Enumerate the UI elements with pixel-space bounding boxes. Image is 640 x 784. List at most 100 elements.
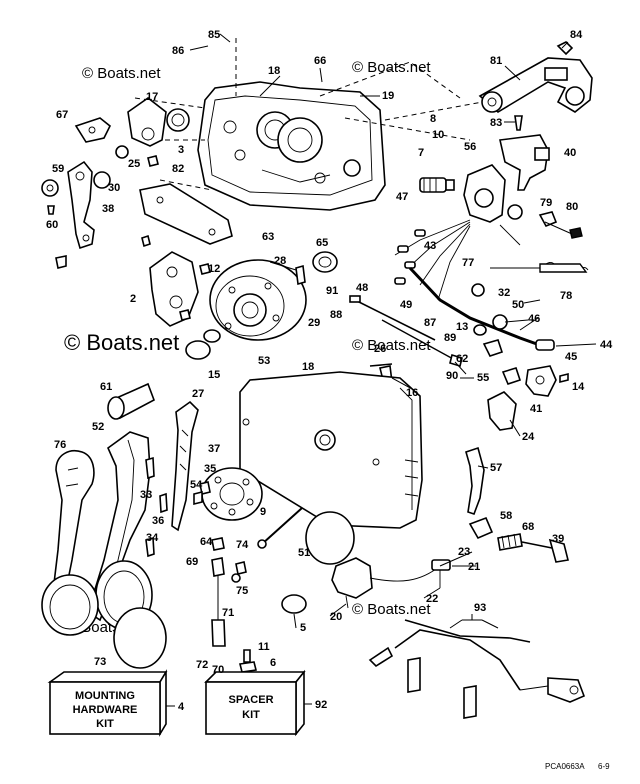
callout-20: 20 (330, 611, 342, 623)
leader-line (477, 465, 489, 469)
footer-code: PCA0663A (545, 762, 585, 771)
callout-82: 82 (172, 163, 184, 175)
clip-5 (281, 594, 307, 614)
callout-3: 3 (178, 144, 184, 156)
callout-8: 8 (430, 113, 436, 125)
callout-55: 55 (477, 372, 489, 384)
callout-73: 73 (94, 656, 106, 668)
watermark: © Boats.net (64, 330, 179, 355)
callout-19: 19 (382, 90, 394, 102)
bracket-40 (499, 134, 550, 191)
callout-47: 47 (396, 191, 408, 203)
callout-90: 90 (446, 370, 458, 382)
callout-24: 24 (522, 431, 535, 443)
leader-line (454, 361, 467, 375)
footer-page: 6-9 (598, 762, 610, 771)
plate-63 (139, 183, 233, 245)
callout-26: 26 (374, 343, 386, 355)
spacer-62 (482, 339, 504, 357)
leader-line (259, 75, 281, 97)
nut-58 (468, 516, 494, 540)
callout-29: 29 (308, 317, 320, 329)
callout-89: 89 (444, 332, 456, 344)
washer-75 (231, 573, 241, 583)
screw-60 (47, 205, 55, 215)
leader-line (439, 551, 473, 567)
callout-75: 75 (236, 585, 248, 597)
mounting-hardware-kit-box: MOUNTING HARDWARE KIT 4 (47, 669, 185, 737)
callout-88: 88 (330, 309, 342, 321)
callout-93: 93 (474, 602, 486, 614)
callout-66: 66 (314, 55, 326, 67)
leader-line (555, 343, 597, 347)
callout-18: 18 (302, 361, 314, 373)
callout-57: 57 (490, 462, 502, 474)
spacer-kit-line1: SPACER (228, 694, 273, 706)
callout-11: 11 (258, 641, 270, 653)
screw-74 (235, 561, 247, 575)
callout-56: 56 (464, 141, 476, 153)
leader-line (189, 45, 209, 51)
callout-18: 18 (268, 65, 280, 77)
handle-76 (41, 450, 99, 636)
screw-82 (147, 155, 159, 167)
callout-81: 81 (490, 55, 502, 67)
grommet-32 (471, 283, 485, 297)
watermark: © Boats.net (352, 59, 431, 76)
callout-64: 64 (200, 536, 213, 548)
leader-line (293, 613, 297, 629)
callout-25: 25 (128, 158, 140, 170)
bolt-9 (257, 539, 267, 549)
screw-12 (55, 255, 67, 269)
callout-77: 77 (462, 257, 474, 269)
callout-78: 78 (560, 290, 572, 302)
callout-2: 2 (130, 293, 136, 305)
connector-43 (419, 177, 455, 193)
nut-6 (239, 661, 257, 673)
screw-60b (141, 234, 151, 248)
callout-65: 65 (316, 237, 328, 249)
callout-16: 16 (406, 387, 418, 399)
callout-59: 59 (52, 163, 64, 175)
washer-59 (41, 179, 59, 197)
callout-69: 69 (186, 556, 198, 568)
detent-wheel-37 (201, 467, 263, 521)
callout-51: 51 (298, 547, 310, 559)
callout-61: 61 (100, 381, 112, 393)
callout-49: 49 (400, 299, 412, 311)
upper-housing (197, 81, 386, 211)
connector-72 (211, 619, 226, 647)
callout-48: 48 (356, 282, 368, 294)
callout-22: 22 (426, 593, 438, 605)
leader-line (219, 33, 231, 43)
callout-13: 13 (456, 321, 468, 333)
pin-28 (295, 264, 306, 286)
leader-line (319, 67, 323, 83)
callout-39: 39 (552, 533, 564, 545)
nut-79 (507, 204, 523, 220)
leader-line (423, 587, 441, 599)
spacer-kit-line2: KIT (242, 709, 260, 721)
lever-arm-81 (478, 57, 593, 113)
washer-30 (93, 171, 111, 189)
callout-74: 74 (236, 539, 249, 551)
callout-41: 41 (530, 403, 542, 415)
callout-79: 79 (540, 197, 552, 209)
callout-23: 23 (458, 546, 470, 558)
callout-62: 62 (456, 353, 468, 365)
switch-39 (548, 538, 569, 563)
leader-lines (189, 33, 597, 629)
callout-76: 76 (54, 439, 66, 451)
callout-27: 27 (192, 388, 204, 400)
washer-25 (115, 145, 129, 159)
leader-line (561, 41, 569, 49)
callout-15: 15 (208, 369, 220, 381)
screw-34 (145, 536, 155, 558)
callout-58: 58 (500, 510, 512, 522)
bushing-65 (312, 251, 338, 273)
callout-67: 67 (56, 109, 68, 121)
shift-lever-27 (171, 400, 199, 532)
callout-70: 70 (212, 664, 224, 676)
spacer-kit-box: SPACER KIT 92 (204, 669, 327, 737)
